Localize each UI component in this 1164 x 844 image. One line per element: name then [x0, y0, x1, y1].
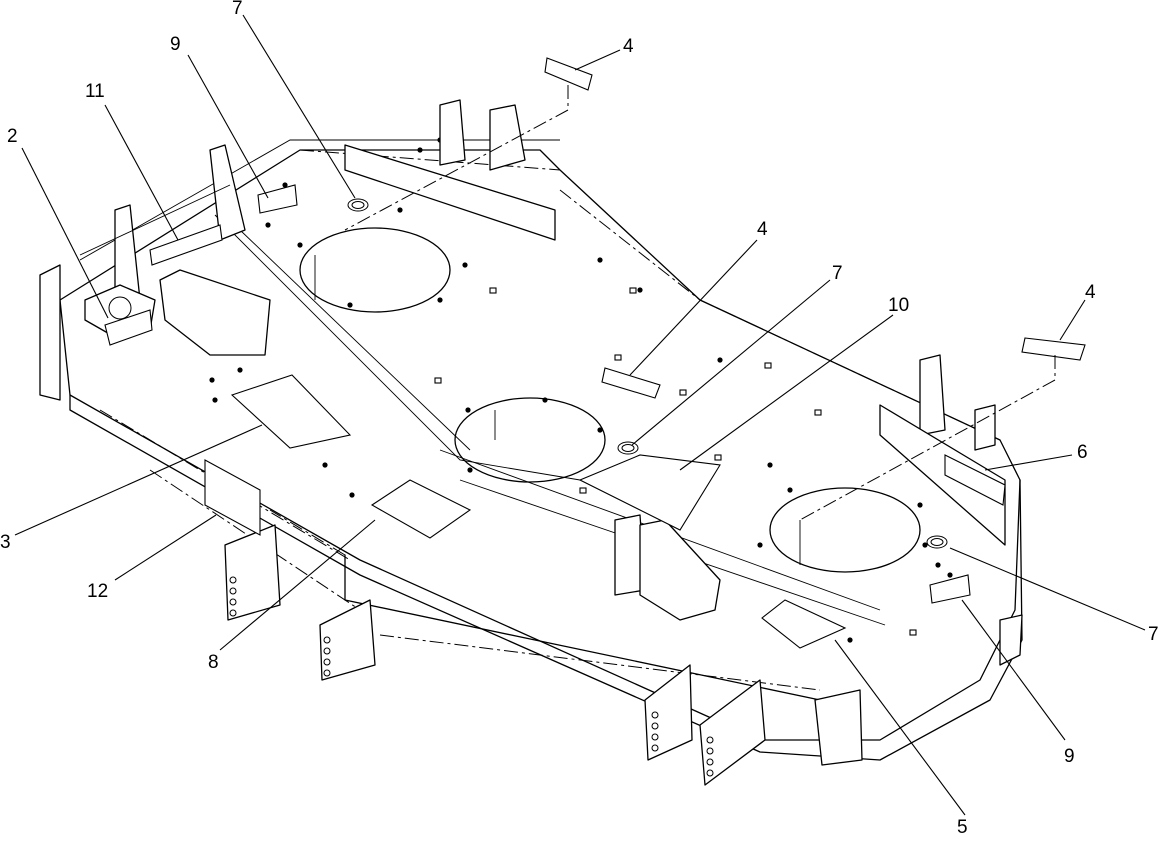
right-blade-opening	[769, 487, 921, 573]
decal-12	[204, 459, 261, 536]
callout-9: 9	[1064, 746, 1075, 767]
callout-5: 5	[957, 817, 968, 838]
callout-7: 7	[832, 263, 843, 284]
rear-left-pivot-bracket	[39, 144, 271, 401]
mounting-holes	[209, 137, 953, 643]
decal-3	[230, 374, 352, 449]
callout-7: 7	[232, 0, 243, 19]
leader-lines	[14, 14, 1146, 816]
callout-2: 2	[7, 126, 18, 147]
callout-3: 3	[0, 532, 11, 553]
decal-2	[104, 309, 153, 346]
callout-10: 10	[888, 295, 909, 316]
decals	[104, 57, 1086, 649]
rear-right-pivot-bracket	[344, 99, 1006, 621]
callout-7: 7	[1148, 624, 1159, 645]
callout-4: 4	[757, 219, 768, 240]
decal-10	[578, 454, 721, 531]
decal-11	[149, 224, 223, 266]
left-blade-opening	[299, 227, 451, 313]
blade-openings	[299, 227, 921, 573]
explode-lines	[269, 85, 1056, 556]
decal-9-front	[929, 574, 971, 604]
callout-12: 12	[87, 581, 108, 602]
callout-11: 11	[85, 81, 105, 102]
center-blade-opening	[454, 397, 606, 483]
square-bolts	[434, 287, 917, 636]
callout-4: 4	[623, 36, 634, 57]
height-adjust-plates	[224, 524, 1023, 786]
decal-8	[370, 479, 472, 539]
decal-9-rear	[257, 184, 298, 214]
plugs	[347, 198, 948, 549]
decal-4-right	[1021, 337, 1086, 361]
decal-6	[944, 454, 1006, 506]
callout-6: 6	[1077, 442, 1088, 463]
callout-4: 4	[1085, 282, 1096, 303]
decal-5	[761, 599, 847, 649]
decal-4-center	[601, 367, 661, 399]
callout-9: 9	[170, 34, 181, 55]
callout-8: 8	[208, 652, 219, 673]
